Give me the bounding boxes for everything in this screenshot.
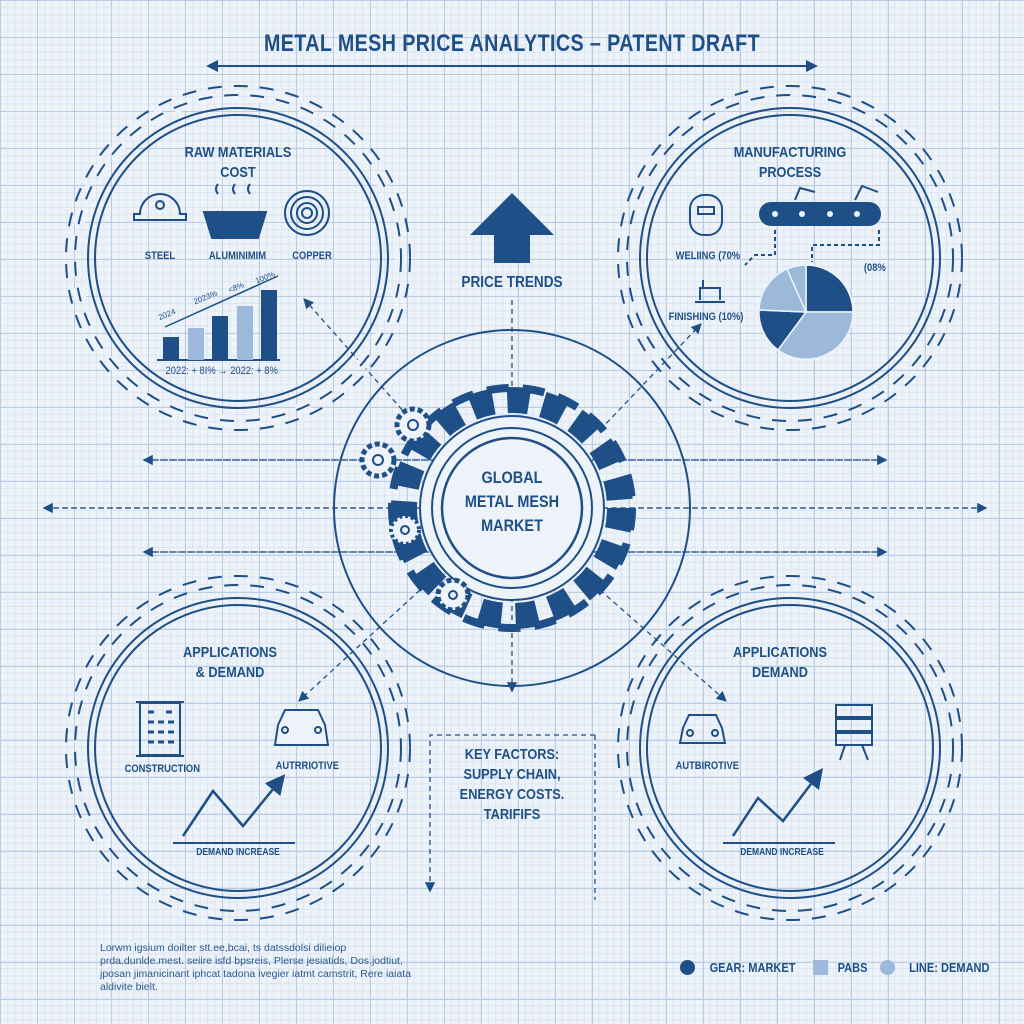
car-icon <box>273 709 330 746</box>
legend-square-icon <box>813 960 829 975</box>
legend-label: LINE: DEMAND <box>909 960 990 975</box>
legend-light-circle-icon <box>880 960 896 975</box>
legend-item-line: LINE: DEMAND <box>880 960 997 975</box>
automotive-label-left: AUTRRIOTIVE <box>275 760 339 772</box>
welding-label: WELIING (70% <box>675 250 741 262</box>
raw-materials-bar-chart <box>157 275 280 361</box>
manufacturing-title-line1: MANUFACTURING <box>733 144 847 161</box>
car-icon-right <box>678 714 727 744</box>
demand-line-icon-right <box>731 768 824 837</box>
legend-label: PABS <box>837 960 868 975</box>
coil-icon <box>284 190 330 236</box>
server-icon <box>835 704 873 761</box>
raw-materials-title: RAW MATERIALS COST <box>170 143 306 183</box>
legend-item-bars: PABS <box>813 960 870 975</box>
apps-left-title: APPLICATIONS & DEMAND <box>162 643 298 683</box>
central-gear-icon <box>388 384 636 632</box>
manufacturing-title: MANUFACTURING PROCESS <box>722 143 858 183</box>
copper-label: COPPER <box>292 250 332 262</box>
hard-hat-icon <box>133 193 187 221</box>
automotive-label-right: AUTBIROTIVE <box>675 760 739 772</box>
center-title-line3: MARKET <box>481 516 543 535</box>
legend-item-gear: GEAR: MARKET <box>680 960 803 975</box>
raw-materials-title-line2: COST <box>220 164 256 181</box>
apps-right-title-line1: APPLICATIONS <box>733 644 827 661</box>
center-title-line2: METAL MESH <box>464 492 560 511</box>
aluminium-label: ALUMINIMIM <box>208 250 267 262</box>
crucible-icon <box>202 183 268 239</box>
demand-caption-right: DEMAND INCREASE <box>740 847 824 858</box>
building-icon <box>136 701 184 757</box>
up-arrow-icon <box>470 193 554 263</box>
gear-rings <box>65 85 963 921</box>
demand-caption-left: DEMAND INCREASE <box>196 847 280 858</box>
steel-label: STEEL <box>144 250 176 262</box>
manufacturing-pie-chart <box>758 264 854 360</box>
raw-materials-title-line1: RAW MATERIALS <box>184 144 292 161</box>
apps-right-title: APPLICATIONS DEMAND <box>712 643 848 683</box>
bar-axis-caption: 2022: + 8I% → 2022: + 8% <box>165 365 278 377</box>
title-double-arrow <box>206 60 818 72</box>
legend: GEAR: MARKET PABS LINE: DEMAND <box>680 960 997 975</box>
factory-icon <box>695 280 725 303</box>
key-factors: KEY FACTORS: SUPPLY CHAIN, ENERGY COSTS.… <box>444 745 580 825</box>
center-title: GLOBAL METAL MESH MARKET <box>444 466 580 538</box>
key-factors-line4: TARIFIFS <box>483 806 541 823</box>
demand-line-icon <box>181 774 286 837</box>
conveyor-belt-icon <box>759 184 881 226</box>
apps-left-title-line2: & DEMAND <box>195 664 265 681</box>
pie-label: (08% <box>863 262 886 274</box>
construction-label: CONSTRUCTION <box>124 763 200 775</box>
page-title: METAL MESH PRICE ANALYTICS – PATENT DRAF… <box>263 30 761 57</box>
key-factors-line3: ENERGY COSTS. <box>459 786 565 803</box>
apps-left-title-line1: APPLICATIONS <box>183 644 277 661</box>
small-gears-icon <box>359 406 471 613</box>
key-factors-line2: SUPPLY CHAIN, <box>463 766 561 783</box>
manufacturing-title-line2: PROCESS <box>758 164 822 181</box>
legend-label: GEAR: MARKET <box>709 960 796 975</box>
apps-right-title-line2: DEMAND <box>752 664 808 681</box>
legend-dark-circle-icon <box>680 960 695 975</box>
footer-text: Lorwm igsium doilter stt.ee,bcai, ts dat… <box>100 942 412 993</box>
center-title-line1: GLOBAL <box>481 468 543 487</box>
key-factors-line1: KEY FACTORS: <box>464 746 560 763</box>
price-trends-label: PRICE TRENDS <box>461 274 563 291</box>
welding-mask-icon <box>689 194 723 236</box>
finishing-label: FINISHING (10%) <box>668 311 744 323</box>
